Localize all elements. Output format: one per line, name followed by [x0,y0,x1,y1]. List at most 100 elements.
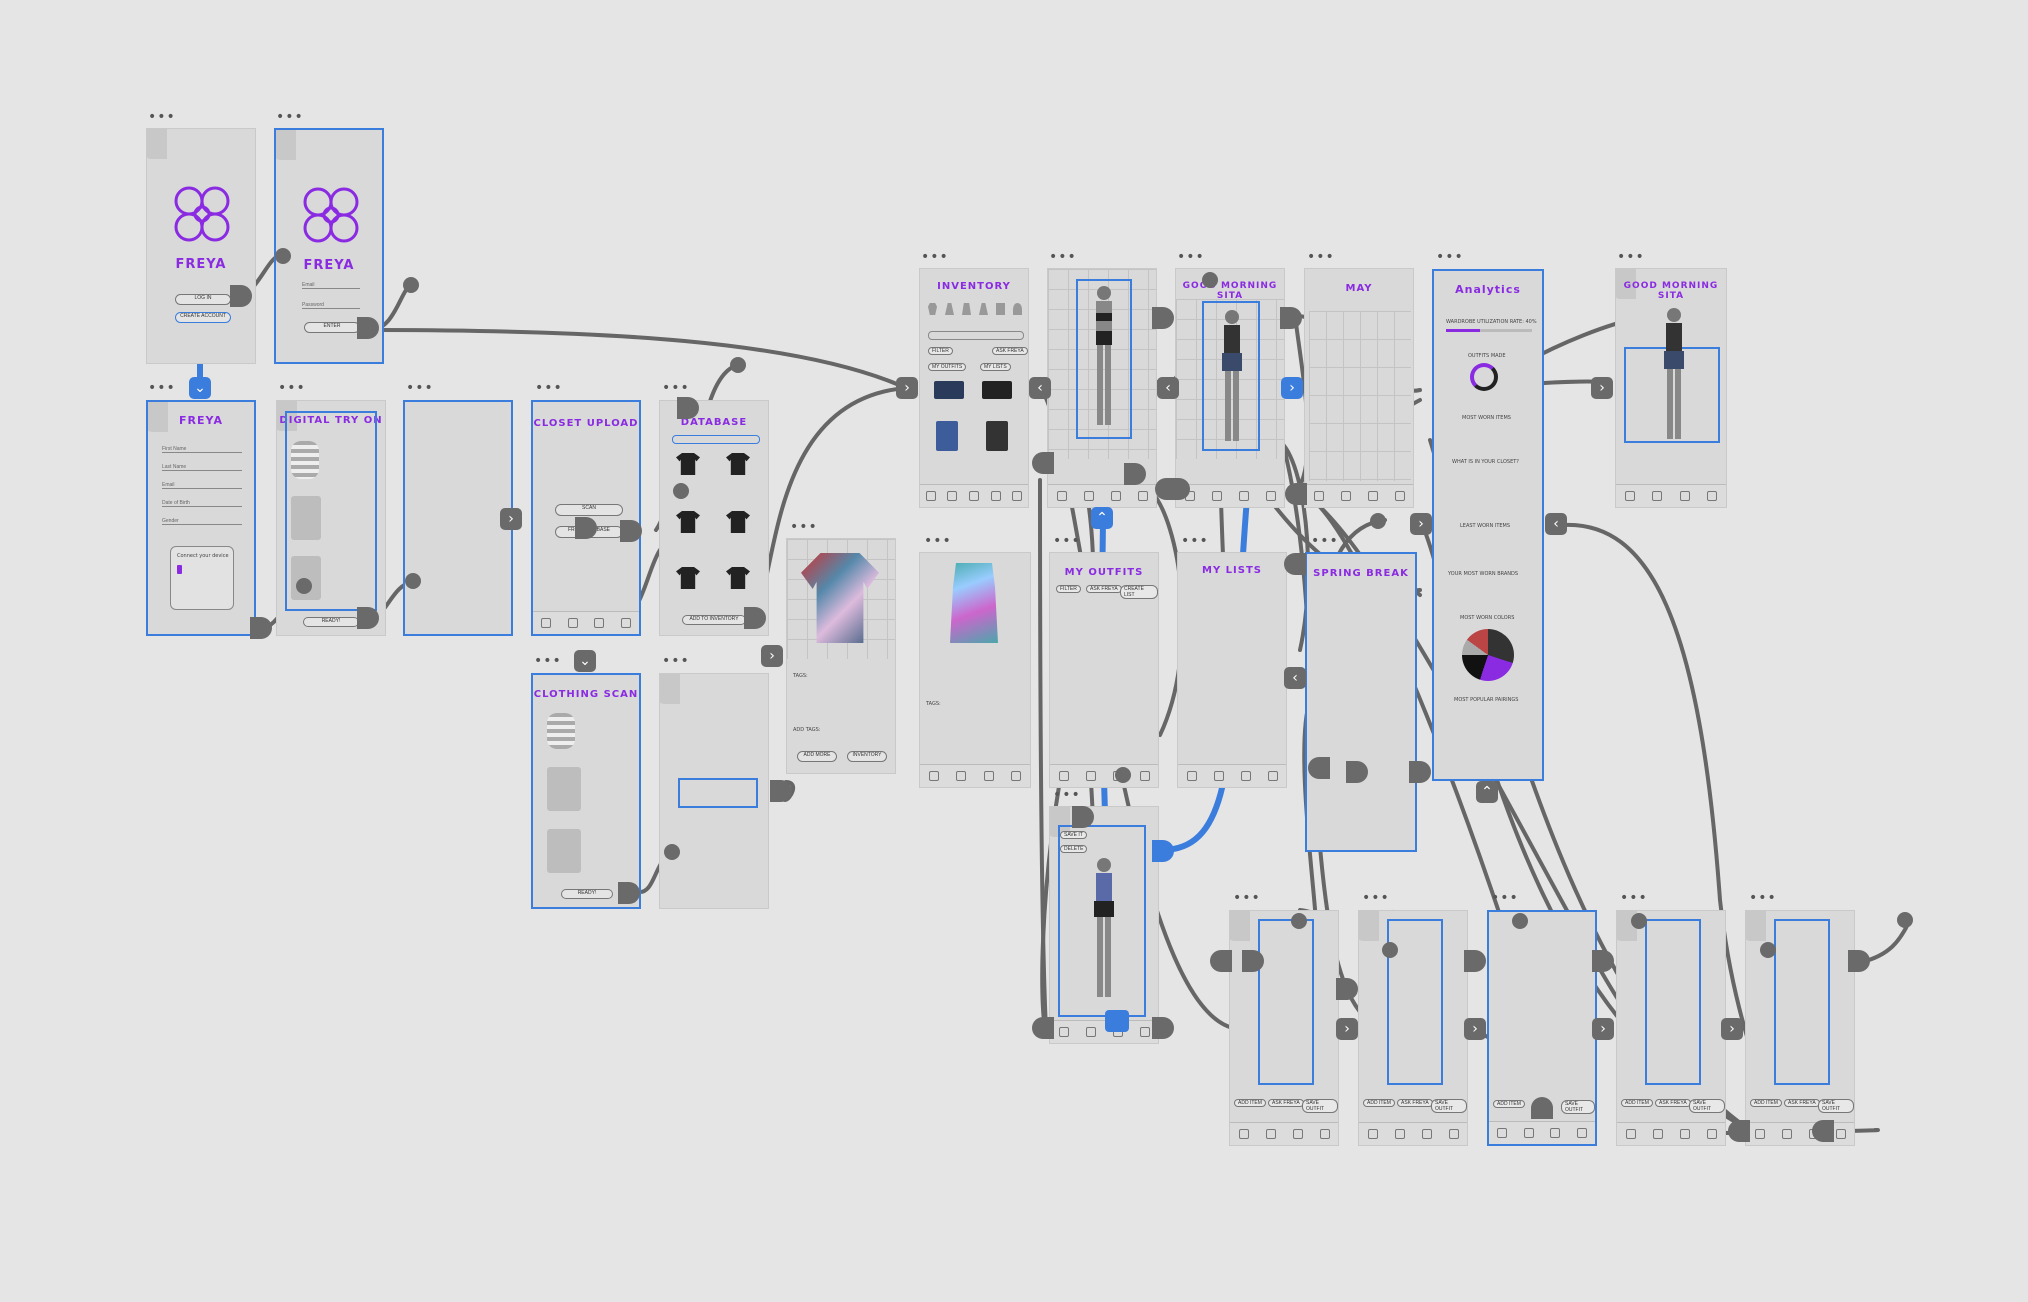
connector-handle[interactable] [677,397,699,419]
connector-handle[interactable] [744,607,766,629]
bottom-nav[interactable] [1359,1122,1467,1145]
connector-handle[interactable] [664,844,680,860]
connector-handle[interactable] [1512,913,1528,929]
filter-button[interactable]: FILTER [928,347,953,355]
connector-handle[interactable] [403,277,419,293]
ready-button[interactable]: READY! [561,889,613,899]
frame-menu-dots[interactable]: ••• [662,380,690,396]
save-outfit-button[interactable]: SAVE OUTFIT [1302,1099,1338,1113]
frame-menu-dots[interactable]: ••• [278,380,306,396]
frame-menu-dots[interactable]: ••• [790,519,818,535]
search-input[interactable] [928,331,1024,340]
chevron-right-icon[interactable]: › [1721,1018,1743,1040]
save-outfit-button[interactable]: SAVE OUTFIT [1818,1099,1854,1113]
dob-field[interactable]: Date of Birth [162,500,242,507]
add-item-button[interactable]: ADD ITEM [1493,1100,1525,1108]
frame-menu-dots[interactable]: ••• [535,380,563,396]
connector-handle[interactable] [405,573,421,589]
connector-handle[interactable] [357,607,379,629]
connector-handle[interactable] [230,285,252,307]
connector-handle[interactable] [296,578,312,594]
chevron-right-icon[interactable]: › [1410,513,1432,535]
ask-freya-button[interactable]: ASK FREYA [1655,1099,1691,1107]
connector-handle[interactable] [1152,840,1174,862]
connector-handle[interactable] [1168,478,1190,500]
connector-handle[interactable] [1728,1120,1750,1142]
connector-handle[interactable] [1370,513,1386,529]
tshirt-image[interactable] [726,453,750,475]
frame-menu-dots[interactable]: ••• [924,533,952,549]
chevron-down-icon[interactable]: ⌄ [189,377,211,399]
frame-menu-dots[interactable]: ••• [1491,890,1519,906]
frame-menu-dots[interactable]: ••• [1049,249,1077,265]
frame-menu-dots[interactable]: ••• [1617,249,1645,265]
bottom-nav[interactable] [533,611,639,634]
connector-handle[interactable] [1115,767,1131,783]
frame-menu-dots[interactable]: ••• [921,249,949,265]
connector-handle[interactable] [1032,452,1054,474]
tab-my-lists[interactable]: MY LISTS [980,363,1011,371]
connector-handle[interactable] [1280,307,1302,329]
create-account-button[interactable]: CREATE ACCOUNT [175,312,231,323]
connector-handle[interactable] [1464,950,1486,972]
connector-handle[interactable] [1308,757,1330,779]
connector-handle[interactable] [1105,1010,1129,1032]
frame-menu-dots[interactable]: ••• [1053,533,1081,549]
connect-device-card[interactable]: Connect your device [170,546,234,610]
bottom-nav[interactable] [1746,1122,1854,1145]
frame-menu-dots[interactable]: ••• [1311,533,1339,549]
frame-menu-dots[interactable]: ••• [1620,890,1648,906]
connector-handle[interactable] [1897,912,1913,928]
connector-handle[interactable] [1242,950,1264,972]
tab-my-outfits[interactable]: MY OUTFITS [928,363,967,371]
connector-handle[interactable] [275,248,291,264]
bottom-nav[interactable] [1050,764,1158,787]
frame-menu-dots[interactable]: ••• [148,109,176,125]
inventory-item[interactable] [986,421,1008,451]
frame-menu-dots[interactable]: ••• [1362,890,1390,906]
bottom-nav[interactable] [1617,1122,1725,1145]
tshirt-image[interactable] [726,511,750,533]
tshirt-image[interactable] [676,511,700,533]
filter-button[interactable]: FILTER [1056,585,1081,593]
delete-button[interactable]: DELETE [1060,845,1088,853]
add-to-inventory-button[interactable]: ADD TO INVENTORY [682,615,746,625]
add-item-button[interactable]: ADD ITEM [1234,1099,1266,1107]
inventory-item[interactable] [936,421,958,451]
frame-menu-dots[interactable]: ••• [662,653,690,669]
login-button[interactable]: LOG IN [175,294,231,305]
connector-handle[interactable] [770,780,792,802]
first-name-field[interactable]: First Name [162,446,242,453]
connector-handle[interactable] [1336,978,1358,1000]
inventory-item[interactable] [982,381,1012,399]
bottom-nav[interactable] [920,484,1028,507]
password-field[interactable]: Password [302,302,360,309]
frame-menu-dots[interactable]: ••• [276,109,304,125]
frame-menu-dots[interactable]: ••• [1233,890,1261,906]
chevron-down-icon[interactable]: ⌄ [574,650,596,672]
chevron-up-icon[interactable]: ⌃ [1091,507,1113,529]
search-input[interactable] [672,435,760,444]
bottom-nav[interactable] [1050,1020,1158,1043]
last-name-field[interactable]: Last Name [162,464,242,471]
ask-freya-button[interactable]: ASK FREYA [992,347,1028,355]
connector-handle[interactable] [1631,913,1647,929]
connector-handle[interactable] [250,617,272,639]
bottom-nav[interactable] [1616,484,1726,507]
connector-handle[interactable] [730,357,746,373]
chevron-left-icon[interactable]: ‹ [1284,667,1306,689]
save-outfit-button[interactable]: SAVE OUTFIT [1689,1099,1725,1113]
scan-button[interactable]: SCAN [555,504,623,516]
bottom-nav[interactable] [1230,1122,1338,1145]
add-item-button[interactable]: ADD ITEM [1363,1099,1395,1107]
chevron-right-icon[interactable]: › [761,645,783,667]
frame-menu-dots[interactable]: ••• [1749,890,1777,906]
save-it-button[interactable]: SAVE IT [1060,831,1087,839]
frame-menu-dots[interactable]: ••• [1053,787,1081,803]
chevron-right-icon[interactable]: › [1464,1018,1486,1040]
create-list-button[interactable]: CREATE LIST [1120,585,1158,599]
enter-button[interactable]: ENTER [304,322,360,333]
add-more-button[interactable]: ADD MORE [797,751,837,762]
bottom-nav[interactable] [1489,1121,1595,1144]
category-icons[interactable] [928,303,1022,317]
